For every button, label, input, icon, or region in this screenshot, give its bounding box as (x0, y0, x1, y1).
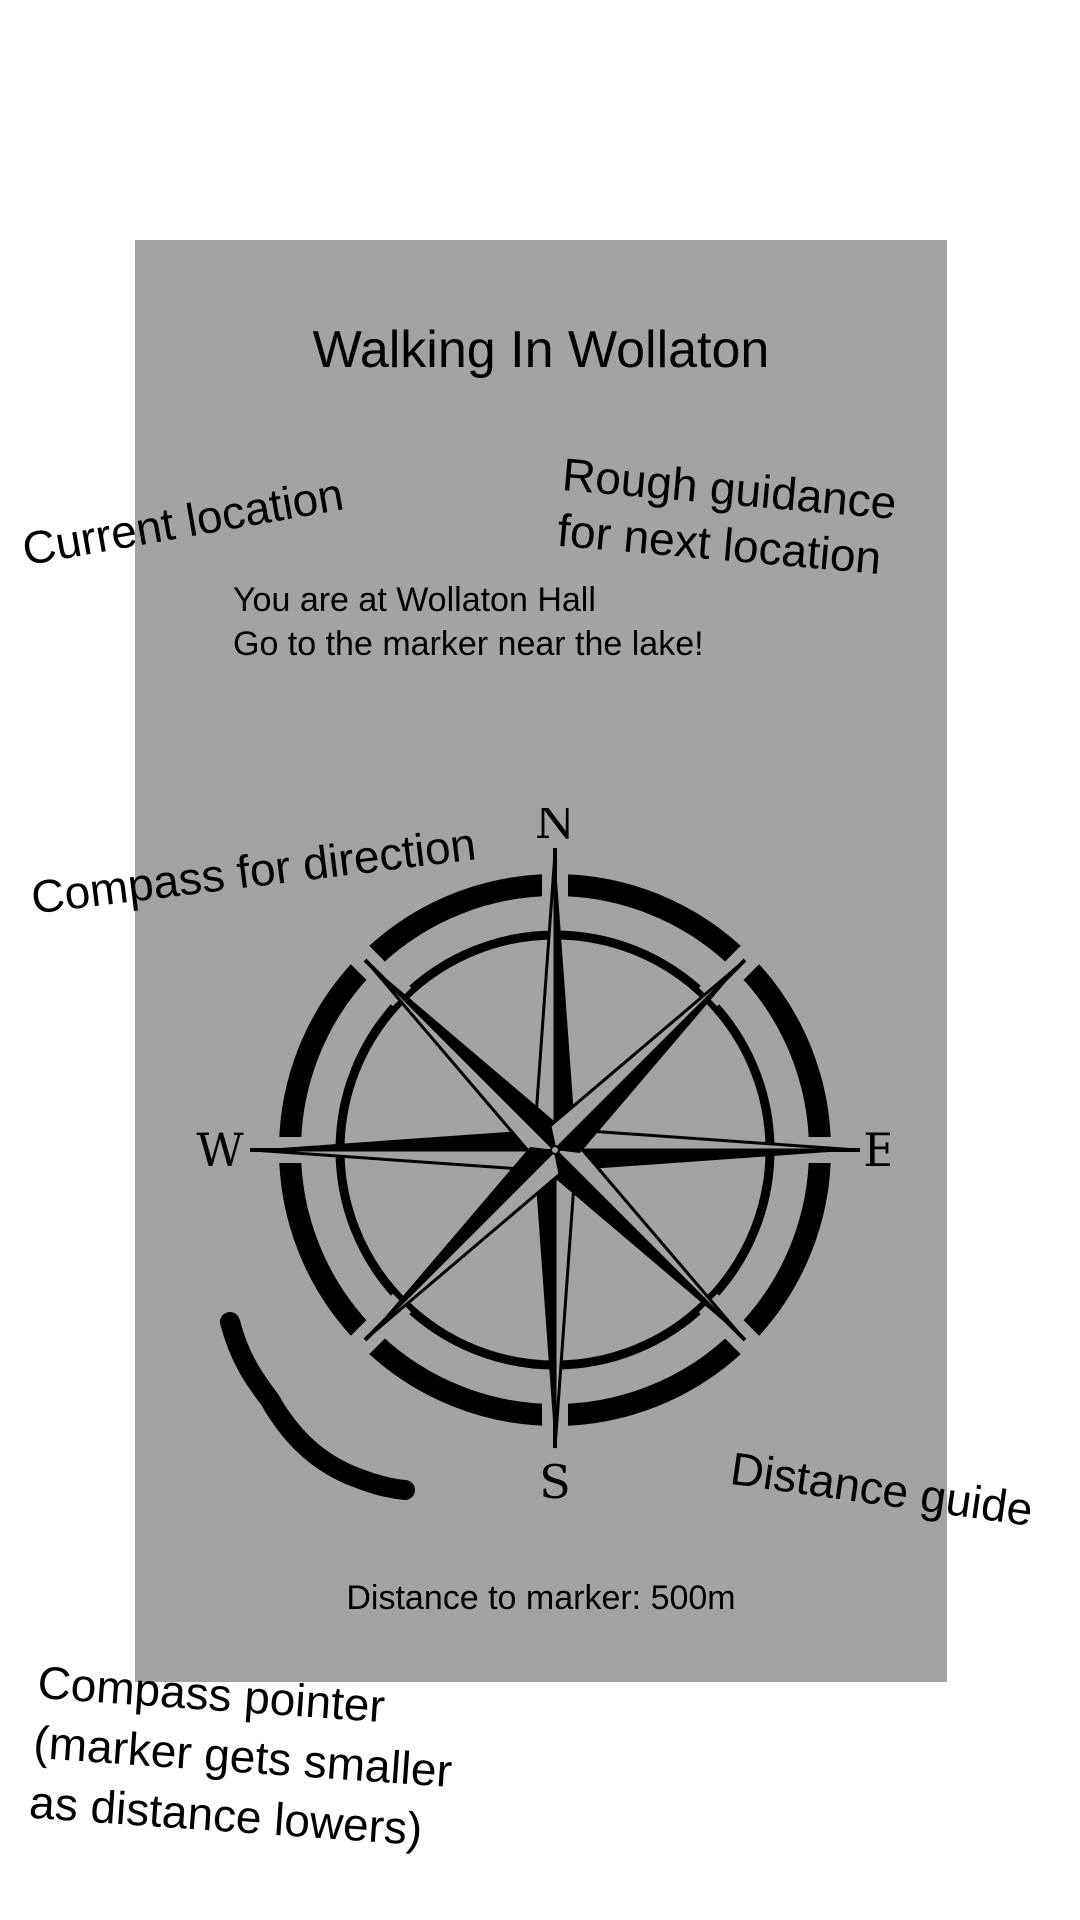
phone-screen: Walking In Wollaton You are at Wollaton … (135, 240, 947, 1682)
compass-pointer-stroke (220, 1312, 415, 1500)
current-location-text: You are at Wollaton Hall (233, 581, 596, 619)
app-title: Walking In Wollaton (312, 321, 770, 379)
location-info: You are at Wollaton Hall Go to the marke… (233, 578, 704, 666)
annotation-compass-pointer: Compass pointer (marker gets smaller as … (27, 1652, 458, 1861)
compass-star (252, 852, 858, 1449)
compass-west-label: W (196, 1123, 244, 1177)
next-location-guidance: Go to the marker near the lake! (233, 625, 704, 663)
compass-north-label: N (535, 808, 575, 849)
compass-rose-icon[interactable]: N S W E (190, 808, 890, 1508)
distance-to-marker: Distance to marker: 500m (346, 1579, 736, 1617)
compass-south-label: S (539, 1455, 571, 1508)
compass-east-label: E (863, 1123, 890, 1177)
